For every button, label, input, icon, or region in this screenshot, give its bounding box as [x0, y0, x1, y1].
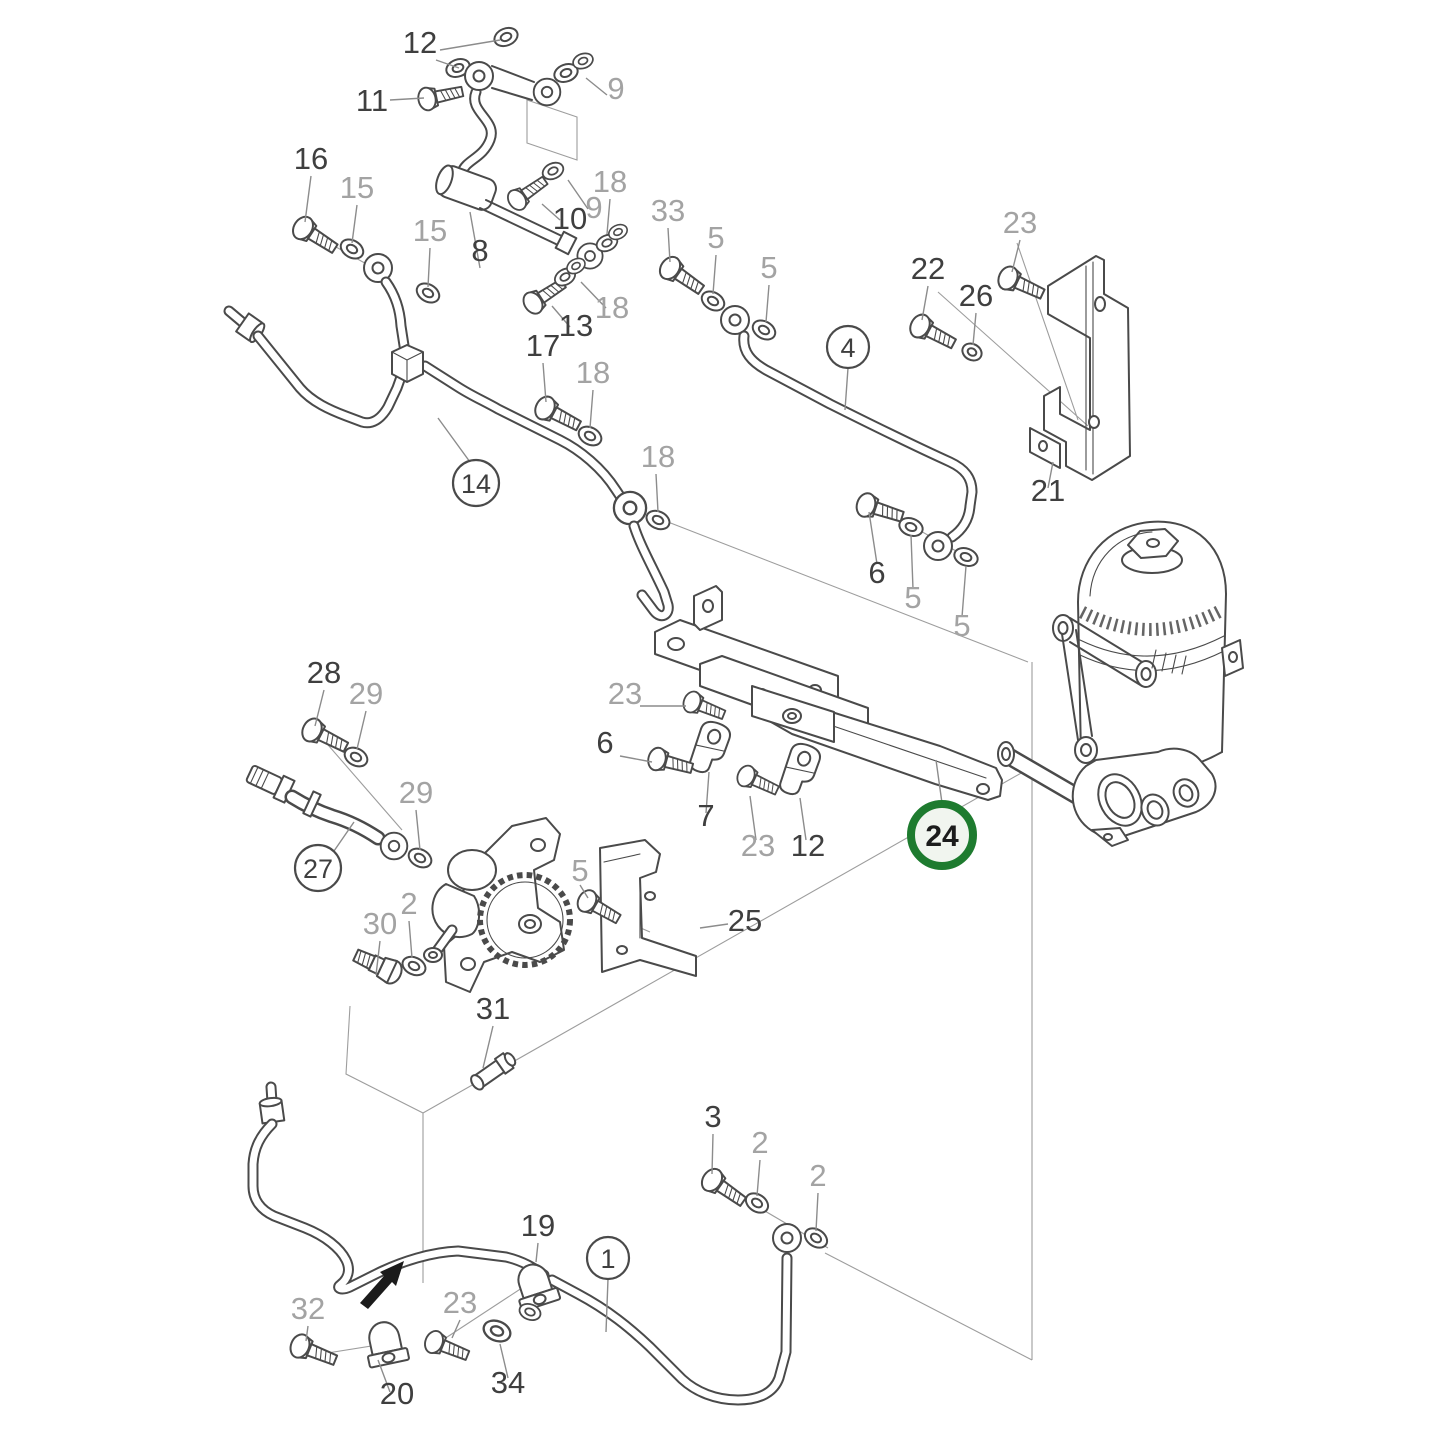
- leader-lines: [304, 39, 1054, 1393]
- label-25: 25: [728, 903, 762, 938]
- callout-27: 27: [293, 843, 343, 893]
- label-10: 10: [553, 201, 587, 236]
- bolt-22: [905, 310, 961, 356]
- svg-text:24: 24: [925, 820, 959, 853]
- label-2b: 2: [751, 1125, 768, 1160]
- label-16: 16: [294, 141, 328, 176]
- label-34: 34: [491, 1365, 525, 1400]
- bolt-23-bottom: [420, 1327, 473, 1368]
- label-3: 3: [704, 1099, 721, 1134]
- label-18c: 18: [576, 355, 610, 390]
- pipe-4-assembly: [654, 252, 982, 571]
- label-5a: 5: [707, 220, 724, 255]
- nut-26: [958, 339, 986, 365]
- label-18b: 18: [595, 290, 629, 325]
- oil-pump-assembly: [352, 817, 573, 1091]
- label-6b: 6: [596, 725, 613, 760]
- callout-24-highlighted: 24: [907, 800, 977, 870]
- label-12: 12: [403, 25, 437, 60]
- label-23d: 23: [443, 1285, 477, 1320]
- label-18d: 18: [641, 439, 675, 474]
- label-23c: 23: [741, 828, 775, 863]
- svg-text:27: 27: [303, 854, 333, 884]
- oil-filter-housing: [997, 520, 1244, 847]
- label-5c: 5: [904, 580, 921, 615]
- label-20: 20: [380, 1376, 414, 1411]
- label-8: 8: [471, 233, 488, 268]
- label-18a: 18: [593, 164, 627, 199]
- bolt-11: [415, 79, 466, 113]
- part-labels: 12 11 9 16 15 15 18 9 10 8 33 5 5 22 26 …: [291, 25, 1065, 1411]
- bolt-23-top-right: [993, 262, 1049, 306]
- label-29b: 29: [399, 775, 433, 810]
- label-30: 30: [363, 906, 397, 941]
- label-26: 26: [959, 278, 993, 313]
- pipe-1-assembly: [247, 1081, 832, 1406]
- label-5b: 5: [760, 250, 777, 285]
- bolt-23-mid2: [733, 761, 783, 802]
- label-2a: 2: [400, 886, 417, 921]
- bracket-25-assembly: [572, 839, 697, 977]
- bolt-28: [297, 714, 353, 759]
- label-5e: 5: [571, 853, 588, 888]
- label-23a: 23: [1003, 205, 1037, 240]
- clamp-12: [779, 742, 821, 796]
- bolt-6-upper: [852, 489, 907, 530]
- label-23b: 23: [608, 676, 642, 711]
- callout-1: 1: [585, 1235, 631, 1281]
- label-28: 28: [307, 655, 341, 690]
- label-33: 33: [651, 193, 685, 228]
- label-11: 11: [356, 83, 388, 118]
- label-5d: 5: [953, 608, 970, 643]
- label-6a: 6: [868, 555, 885, 590]
- label-9a: 9: [607, 71, 624, 106]
- washer-34: [479, 1315, 515, 1347]
- bolt-16: [287, 212, 343, 260]
- bolt-32: [286, 1330, 341, 1373]
- pipe-14-assembly: [223, 212, 674, 622]
- label-12b: 12: [791, 828, 825, 863]
- label-19: 19: [521, 1208, 555, 1243]
- pipe-clamp-20: [360, 1317, 411, 1369]
- bolt-33: [654, 252, 710, 301]
- banjo-bolt-31: [470, 1052, 517, 1091]
- callout-14: 14: [451, 458, 501, 508]
- bolt-6-mid: [644, 744, 696, 781]
- clamp-7: [689, 720, 731, 774]
- banjo-pipe-assembly-top: [415, 23, 631, 319]
- callout-4: 4: [825, 324, 871, 370]
- direction-arrow: [360, 1261, 404, 1309]
- label-13: 13: [559, 308, 593, 343]
- hose-27-assembly: [245, 714, 436, 873]
- fitting-30: [352, 948, 403, 985]
- label-31: 31: [476, 991, 510, 1026]
- label-17: 17: [526, 328, 560, 363]
- label-2c: 2: [809, 1158, 826, 1193]
- svg-text:4: 4: [840, 333, 855, 363]
- label-21: 21: [1031, 473, 1065, 508]
- bracket-21-assembly: [905, 255, 1131, 481]
- pipe-clamp-block: [391, 344, 424, 383]
- label-15b: 15: [413, 213, 447, 248]
- svg-text:1: 1: [600, 1244, 615, 1274]
- label-9b: 9: [585, 190, 602, 225]
- label-22: 22: [911, 251, 945, 286]
- center-bracket-assembly: [644, 585, 1003, 802]
- bolt-3: [696, 1164, 752, 1213]
- label-15a: 15: [340, 170, 374, 205]
- label-29a: 29: [349, 676, 383, 711]
- bracket-24: [751, 685, 1003, 801]
- label-7: 7: [697, 798, 714, 833]
- label-32: 32: [291, 1291, 325, 1326]
- svg-text:14: 14: [461, 469, 491, 499]
